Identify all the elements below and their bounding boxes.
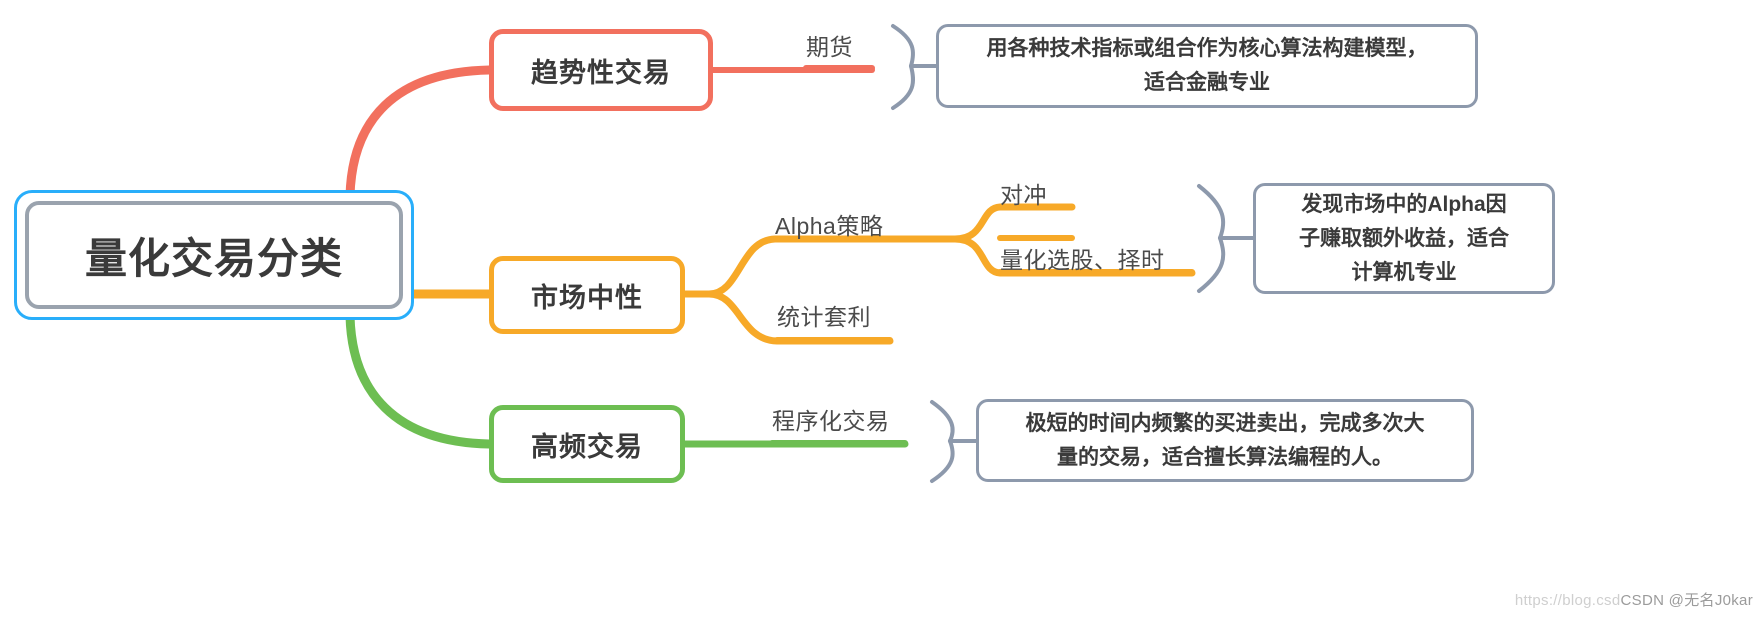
sublabel-hedging[interactable]: 对冲 <box>1000 182 1047 208</box>
watermark-url: https://blog.csd <box>1514 592 1621 609</box>
root-node-label: 量化交易分类 <box>84 234 343 282</box>
sublabel-statistical-arbitrage[interactable]: 统计套利 <box>777 304 871 330</box>
description-line: 适合金融专业 <box>1144 71 1270 94</box>
description-box-market-neutral[interactable]: 发现市场中的Alpha因 子赚取额外收益，适合 计算机专业 <box>1253 183 1555 294</box>
description-line: 量的交易，适合擅长算法编程的人。 <box>1057 445 1393 469</box>
sublabel-futures[interactable]: 期货 <box>806 34 853 60</box>
sublabel-programmatic-trading[interactable]: 程序化交易 <box>772 408 890 434</box>
root-node-selection[interactable]: 量化交易分类 <box>14 190 414 320</box>
sublabel-quant-stock-selection[interactable]: 量化选股、择时 <box>1000 247 1165 273</box>
branch-label: 高频交易 <box>531 431 643 462</box>
branch-label: 市场中性 <box>531 282 643 313</box>
branch-node-market-neutral[interactable]: 市场中性 <box>489 256 685 334</box>
branch-label: 趋势性交易 <box>531 57 671 88</box>
description-line: 计算机专业 <box>1351 260 1457 284</box>
watermark-credit: CSDN @无名J0kar <box>1620 592 1753 609</box>
description-line: 发现市场中的Alpha因 <box>1301 192 1507 216</box>
description-line: 子赚取额外收益，适合 <box>1299 226 1509 250</box>
description-line: 极短的时间内频繁的买进卖出，完成多次大 <box>1025 411 1425 435</box>
branch-node-trend-trading[interactable]: 趋势性交易 <box>489 29 713 111</box>
description-line: 用各种技术指标或组合作为核心算法构建模型， <box>986 37 1428 60</box>
description-box-trend-trading[interactable]: 用各种技术指标或组合作为核心算法构建模型， 适合金融专业 <box>936 24 1478 108</box>
watermark: https://blog.csdCSDN @无名J0kar <box>1515 589 1753 610</box>
description-box-high-frequency[interactable]: 极短的时间内频繁的买进卖出，完成多次大 量的交易，适合擅长算法编程的人。 <box>976 399 1474 482</box>
sublabel-alpha-strategy[interactable]: Alpha策略 <box>775 213 884 239</box>
branch-node-high-frequency[interactable]: 高频交易 <box>489 405 685 483</box>
root-node[interactable]: 量化交易分类 <box>25 201 403 309</box>
